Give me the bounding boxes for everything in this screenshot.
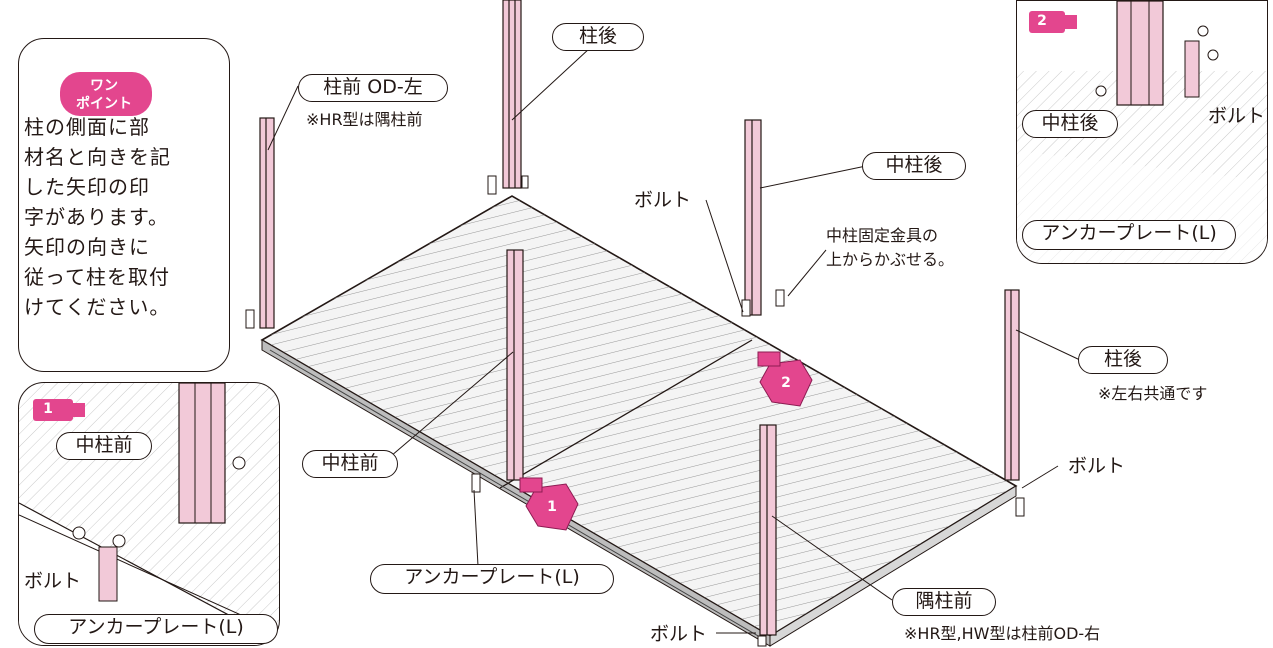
- inset-2-anchor-plate-label: アンカープレート(L): [1022, 220, 1236, 250]
- leader-lines: [267, 47, 1081, 634]
- inset-1-middle-post-front-label: 中柱前: [56, 432, 152, 460]
- floor-deck: [260, 195, 1018, 647]
- marker-1-number: 1: [547, 499, 557, 515]
- label-bolt-bottom: ボルト: [650, 623, 708, 645]
- label-middle-post-rear: 中柱後: [862, 152, 966, 180]
- tip-line: けてください。: [24, 295, 171, 319]
- one-point-badge: [60, 72, 152, 116]
- inset-1-bolt-label: ボルト: [24, 570, 82, 592]
- tip-line: 字があります。: [24, 205, 169, 229]
- label-middle-post-front: 中柱前: [302, 450, 398, 478]
- label-corner-post-front: 隅柱前: [892, 588, 996, 616]
- tip-body-text: 柱の側面に部 材名と向きを記 した矢印の印 字があります。 矢印の向きに 従って…: [24, 112, 196, 322]
- tip-line: 柱の側面に部: [24, 115, 150, 139]
- label-post-rear-right: 柱後: [1078, 346, 1168, 374]
- tip-line: した矢印の印: [24, 175, 150, 199]
- label-post-front-od-left: 柱前 OD-左: [298, 74, 448, 102]
- note-bracket-line1: 中柱固定金具の: [826, 226, 939, 245]
- inset-2-middle-post-rear-label: 中柱後: [1022, 110, 1118, 138]
- note-bracket-line2: 上からかぶせる。: [826, 250, 955, 269]
- note-hr-corner-post: ※HR型は隅柱前: [306, 110, 423, 129]
- middle-post-front: [506, 249, 524, 481]
- note-hr-hw: ※HR型,HW型は柱前OD-右: [904, 624, 1101, 643]
- corner-post-front: [759, 424, 777, 636]
- posts: [259, 0, 1020, 636]
- label-anchor-plate-main: アンカープレート(L): [370, 564, 614, 594]
- marker-1: [519, 477, 579, 531]
- post-front-od-left: [259, 117, 275, 329]
- tip-line: 矢印の向きに: [24, 235, 150, 259]
- inset-2-step: 2: [1037, 13, 1047, 29]
- one-point-badge-line2: ポイント: [76, 96, 132, 112]
- post-rear-top: [502, 0, 522, 189]
- tip-line: 従って柱を取付: [24, 265, 170, 289]
- detail-inset-1: [18, 382, 280, 646]
- marker-2-number: 2: [781, 375, 791, 391]
- anchors: [245, 175, 1025, 647]
- label-post-rear-top: 柱後: [552, 23, 644, 51]
- one-point-badge-line1: ワン: [90, 78, 118, 94]
- inset-1-step: 1: [43, 401, 53, 417]
- inset-1-drawing: [19, 383, 279, 645]
- middle-post-rear: [744, 119, 762, 316]
- label-bolt-center: ボルト: [634, 189, 692, 211]
- inset-2-bolt-label: ボルト: [1208, 105, 1266, 127]
- tip-line: 材名と向きを記: [24, 145, 171, 169]
- label-bolt-right: ボルト: [1068, 455, 1126, 477]
- post-rear-right: [1004, 289, 1020, 481]
- inset-1-anchor-plate-label: アンカープレート(L): [34, 614, 278, 644]
- marker-2: [757, 351, 813, 407]
- note-common: ※左右共通です: [1098, 384, 1208, 403]
